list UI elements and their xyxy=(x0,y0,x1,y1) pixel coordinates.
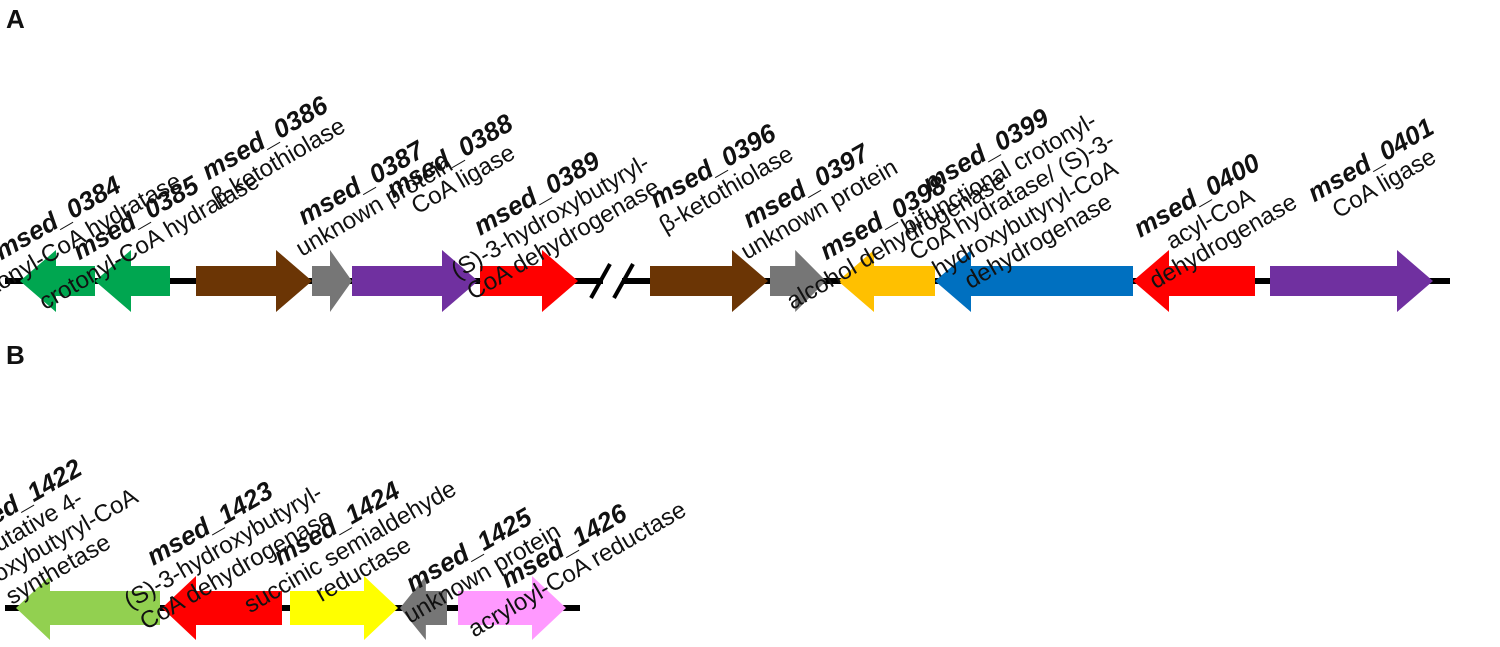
panel-label-a: A xyxy=(6,4,25,34)
gene-arrows xyxy=(16,250,1433,640)
gene-arrow-msed-0387 xyxy=(312,250,352,312)
gene-arrow-msed-0396 xyxy=(650,250,768,312)
break-mark xyxy=(589,263,635,299)
gene-arrow-msed-0398 xyxy=(838,250,935,312)
gene-arrow-msed-1425 xyxy=(400,576,447,640)
gene-arrow-msed-0397 xyxy=(770,250,826,312)
gene-arrow-msed-0399 xyxy=(935,250,1133,312)
gene-arrow-msed-0389 xyxy=(480,250,578,312)
gene-arrow-msed-0385 xyxy=(95,250,170,312)
gene-arrow-msed-0386 xyxy=(196,250,312,312)
gene-arrow-msed-1423 xyxy=(162,576,282,640)
gene-arrow-msed-0384 xyxy=(20,250,95,312)
gene-arrow-msed-1424 xyxy=(290,576,398,640)
gene-arrow-msed-0401 xyxy=(1270,250,1433,312)
gene-arrow-msed-0388 xyxy=(352,250,478,312)
gene-arrow-msed-1422 xyxy=(16,576,160,640)
gene-arrow-msed-1426 xyxy=(458,576,566,640)
gene-arrow-msed-0400 xyxy=(1133,250,1255,312)
panel-label-b: B xyxy=(6,340,25,370)
